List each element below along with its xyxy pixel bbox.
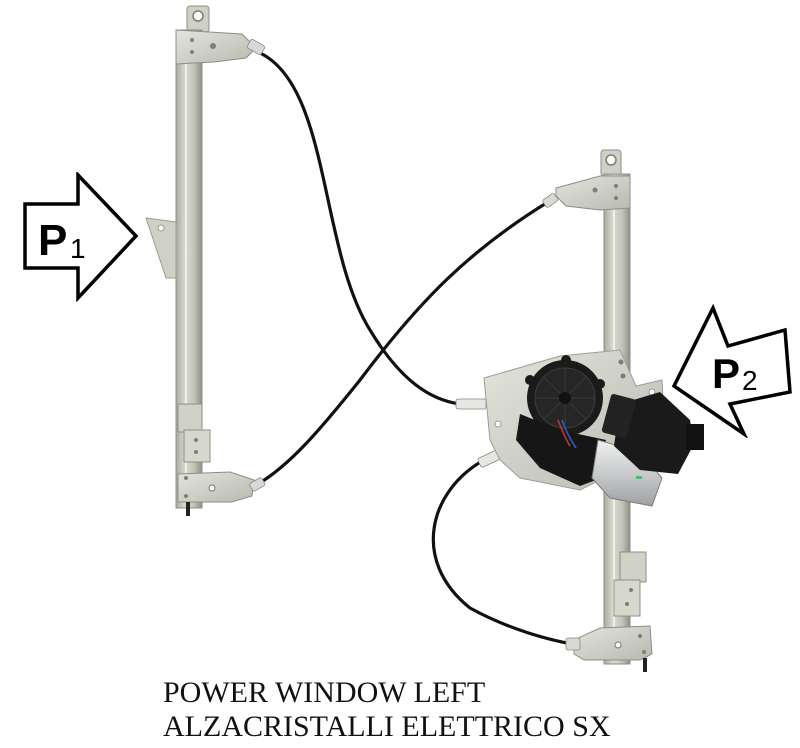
p1-letter: P: [38, 216, 67, 265]
p1-arrow-annotation: P 1: [23, 172, 139, 302]
p1-index: 1: [70, 233, 86, 264]
p2-letter: P: [712, 350, 740, 397]
caption-line-italian: ALZACRISTALLI ELETTRICO SX: [163, 710, 611, 743]
window-regulator-photo: [145, 5, 704, 672]
left-guide-rail: [145, 5, 257, 516]
p2-index: 2: [742, 365, 758, 396]
drive-cable: [256, 52, 574, 646]
p2-arrow-annotation: P 2: [671, 304, 792, 438]
electric-motor: [483, 349, 704, 507]
cable-ferrules: [246, 39, 581, 651]
caption-line-english: POWER WINDOW LEFT: [163, 676, 486, 709]
product-caption: POWER WINDOW LEFT ALZACRISTALLI ELETTRIC…: [163, 676, 611, 744]
